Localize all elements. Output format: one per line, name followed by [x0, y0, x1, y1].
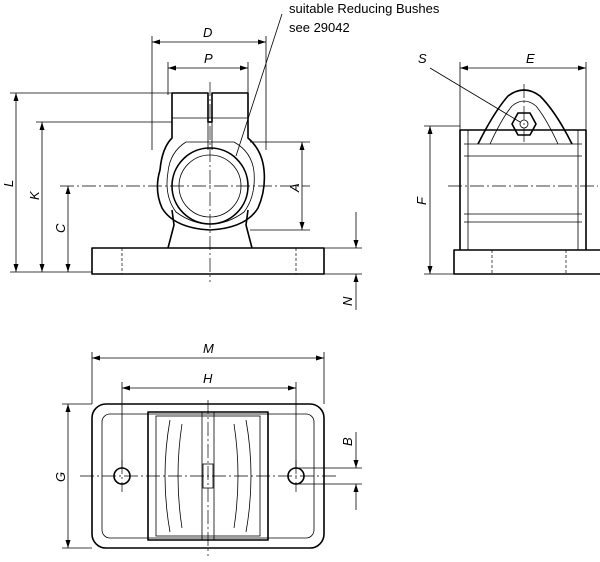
top-view [80, 400, 336, 556]
dim-label-e: E [526, 51, 535, 66]
top-dimensions [62, 352, 362, 549]
dim-label-p: P [204, 51, 213, 66]
front-view [60, 13, 325, 282]
dim-label-k: K [27, 190, 42, 200]
side-dimensions [424, 62, 587, 275]
dim-label-a: A [287, 183, 302, 193]
dim-label-m: M [203, 341, 214, 356]
dim-label-f: F [414, 196, 429, 205]
dim-label-b: B [340, 437, 355, 446]
bush-note-line1: suitable Reducing Bushes [289, 1, 440, 16]
bush-note-line2: see 29042 [289, 20, 350, 35]
dim-label-h: H [203, 371, 213, 386]
dim-label-c: C [53, 223, 68, 233]
front-dimensions [10, 36, 362, 310]
dim-label-d: D [203, 25, 212, 40]
dim-label-g: G [53, 472, 68, 482]
side-view [429, 67, 600, 275]
dim-label-s: S [418, 51, 427, 66]
dim-label-l: L [1, 180, 16, 187]
dim-label-n: N [340, 296, 355, 306]
